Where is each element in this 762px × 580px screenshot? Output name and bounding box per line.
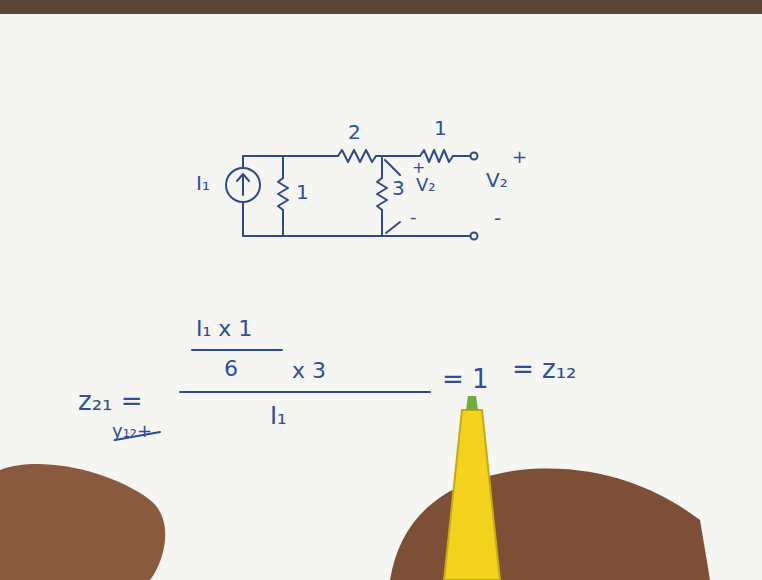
- polarity-sign: -: [410, 208, 417, 226]
- equation-term: = 1: [442, 366, 489, 392]
- resistor-value: 1: [434, 118, 447, 138]
- resistor-symbol: [338, 150, 376, 162]
- polarity-sign: +: [512, 148, 527, 166]
- voltage-label: V₂: [486, 170, 508, 190]
- equation-term: I₁: [270, 404, 287, 428]
- table-edge: [0, 0, 762, 14]
- hand: [390, 469, 710, 580]
- equation-term: y₁₂+: [112, 422, 152, 440]
- polarity-sign: -: [494, 208, 501, 228]
- equation-term: I₁ x 1: [196, 318, 252, 340]
- equation-term: x 3: [292, 360, 326, 382]
- resistor-symbol: [377, 178, 387, 210]
- resistor-value: 2: [348, 122, 361, 142]
- hand: [0, 464, 165, 580]
- resistor-value: 3: [392, 178, 405, 198]
- equation-term: z₂₁ =: [78, 388, 143, 414]
- highlighter-marker: [444, 396, 500, 580]
- equation-term: 6: [224, 358, 238, 380]
- equation-term: = z₁₂: [512, 356, 577, 382]
- source-label: I₁: [196, 173, 210, 193]
- current-source: [226, 168, 260, 202]
- resistor-value: 1: [296, 182, 309, 202]
- voltage-label: V₂: [416, 176, 436, 194]
- resistor-symbol: [278, 178, 288, 210]
- paper: [0, 14, 762, 580]
- polarity-sign: +: [412, 160, 425, 176]
